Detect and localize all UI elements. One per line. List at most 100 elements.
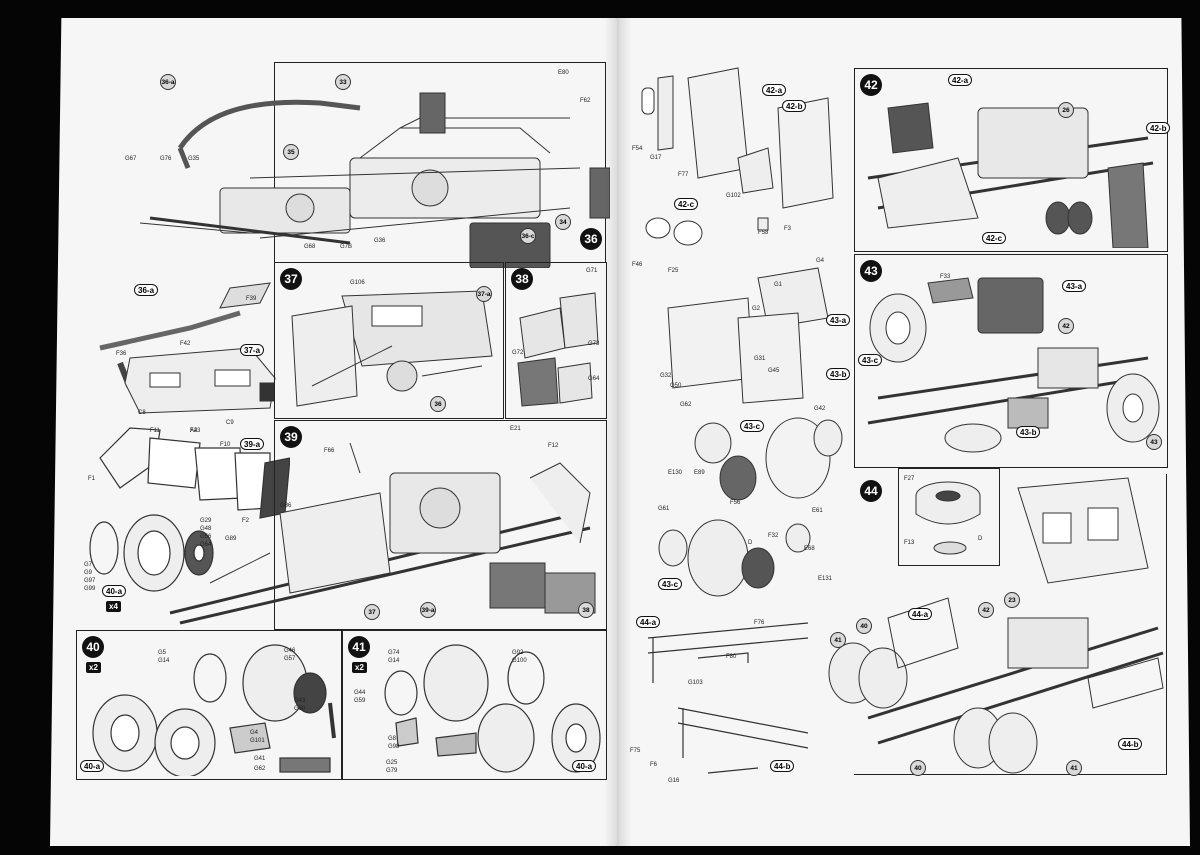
part-label: G5: [158, 650, 167, 656]
ball-label: 23: [1004, 592, 1020, 608]
step-40-badge: 40: [82, 636, 104, 658]
part-label: A4: [190, 428, 198, 434]
quantity-badge: x2: [86, 662, 101, 673]
part-label: F42: [180, 341, 191, 347]
part-label: F54: [632, 146, 643, 152]
part-label: E61: [812, 508, 823, 514]
ball-label: 39-a: [420, 602, 436, 618]
ball-label: 35: [283, 144, 299, 160]
part-label: G74: [388, 650, 400, 656]
part-label: G68: [304, 244, 316, 250]
step-39-drawing: [169, 442, 596, 625]
part-label: F13: [904, 540, 915, 546]
right-page: 42-a 42-b F54 G17 F77 G102 F58 F3 42-c F…: [618, 18, 1190, 846]
ball-label: 36-c: [520, 228, 536, 244]
part-label: G72: [512, 350, 524, 356]
part-callout-39-a: 39-a: [240, 438, 265, 450]
ball-label: 41: [1066, 760, 1082, 776]
part-label: G60: [294, 706, 306, 712]
step-37-panel: [274, 262, 504, 419]
part-label: C9: [226, 420, 234, 426]
part-label: E21: [510, 426, 521, 432]
part-label: G61: [658, 506, 670, 512]
part-label: G29: [200, 518, 212, 524]
exhaust-pipe-drawing: [99, 282, 271, 388]
spare-wheel-panel: [898, 468, 1000, 566]
part-label: G101: [250, 738, 265, 744]
part-label: D: [748, 540, 753, 546]
part-label: G59: [354, 698, 366, 704]
part-label: D: [978, 536, 983, 542]
step-41-drawing: [384, 644, 601, 773]
part-label: F11: [150, 428, 160, 434]
part-callout-43-c: 43-c: [740, 420, 765, 432]
step-42-prep-drawing: [641, 67, 834, 246]
part-label: G64: [588, 376, 600, 382]
step-40-drawing: [92, 644, 336, 776]
step-38-panel: [505, 262, 607, 419]
step-43-drawing: [867, 277, 1160, 453]
bumper-drawing: [124, 347, 276, 414]
ball-label: 38: [578, 602, 594, 618]
part-callout-42-c: 42-c: [674, 198, 699, 210]
part-label: G14: [388, 658, 400, 664]
part-label: F33: [940, 274, 951, 280]
part-label: F1: [88, 476, 96, 482]
part-label: G48: [200, 526, 212, 532]
part-label: G43: [294, 698, 306, 704]
part-label: F75: [630, 748, 641, 754]
step-37-drawing: [291, 290, 493, 407]
part-callout-37-a: 37-a: [240, 344, 265, 356]
part-callout-40-a: 40-a: [102, 585, 127, 597]
part-label: E131: [818, 576, 833, 582]
step-37-badge: 37: [280, 268, 302, 290]
part-callout-40-a: 40-a: [80, 760, 105, 772]
ball-label: 42: [1058, 318, 1074, 334]
part-callout-42-b: 42-b: [782, 100, 807, 112]
part-callout-44-a: 44-a: [636, 616, 661, 628]
ball-label: 37: [364, 604, 380, 620]
part-callout-40-a: 40-a: [572, 760, 597, 772]
part-label: G99: [84, 586, 96, 592]
part-label: F27: [904, 476, 915, 482]
part-label: G7: [84, 562, 93, 568]
step-36-panel: [274, 62, 606, 263]
step-39-panel: [274, 420, 607, 630]
ball-label: 36: [430, 396, 446, 412]
part-label: G62: [254, 766, 266, 772]
part-label: G98: [388, 744, 400, 750]
part-callout-44-b: 44-b: [770, 760, 795, 772]
step-44-drawing: [828, 477, 1164, 774]
left-page: 36 36-a 33 35 34 36: [50, 18, 618, 846]
step-43-panel: [854, 254, 1168, 468]
part-label: C8: [138, 410, 146, 416]
part-label: G92: [512, 650, 524, 656]
part-callout-42-c: 42-c: [982, 232, 1007, 244]
ball-label: 40: [910, 760, 926, 776]
part-label: F3: [784, 226, 792, 232]
part-label: F36: [116, 351, 127, 357]
part-label: F23: [190, 428, 201, 434]
ball-label: 33: [335, 74, 351, 90]
part-label: G79: [386, 768, 398, 774]
part-label: F6: [650, 762, 658, 768]
part-label: F76: [754, 620, 765, 626]
ball-label: 26: [1058, 102, 1074, 118]
part-label: F58: [758, 230, 769, 236]
part-callout-42-a: 42-a: [762, 84, 787, 96]
part-label: E130: [668, 470, 683, 476]
part-label: G31: [754, 356, 766, 362]
part-label: G62: [680, 402, 692, 408]
step-40-panel: [76, 630, 342, 780]
part-label: G46: [284, 648, 296, 654]
part-label: G71: [586, 268, 598, 274]
part-label: G76: [160, 156, 172, 162]
part-callout-43-c: 43-c: [658, 578, 683, 590]
step-42-panel: [854, 68, 1168, 252]
step-43-prep-drawing: [658, 267, 843, 597]
step-43-badge: 43: [860, 260, 882, 282]
part-label: F10: [220, 442, 231, 448]
part-callout-44-b: 44-b: [1118, 738, 1143, 750]
step-41-panel: [342, 630, 607, 780]
part-label: E80: [558, 70, 569, 76]
